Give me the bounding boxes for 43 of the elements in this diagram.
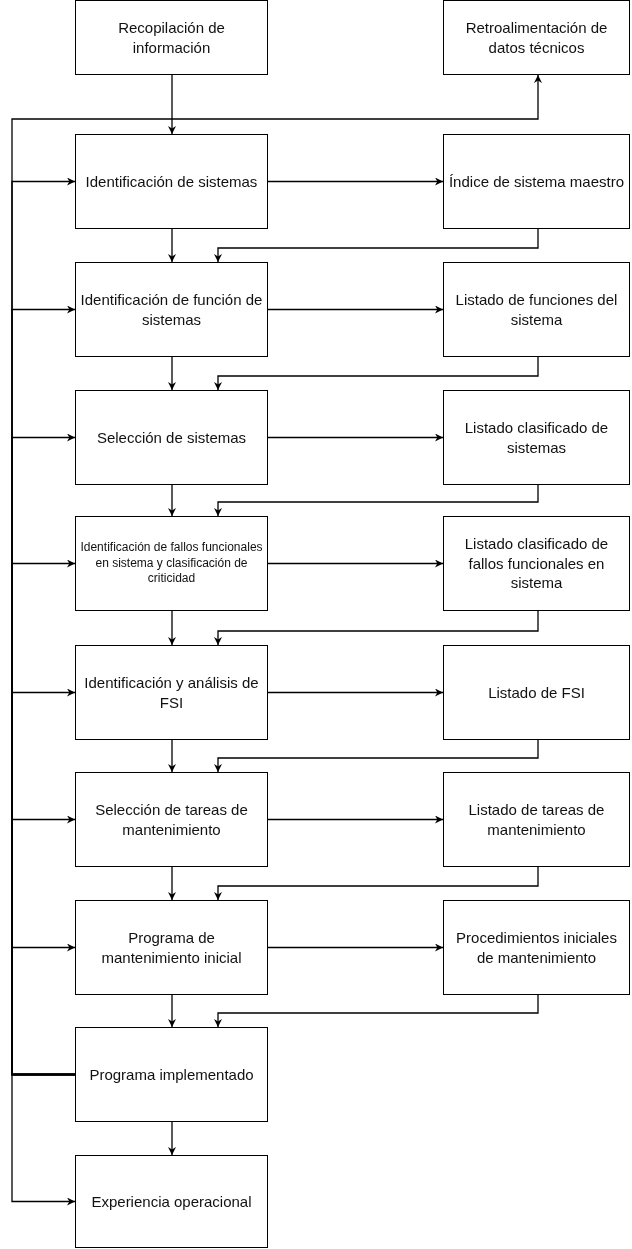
arrow [168, 1121, 176, 1156]
arrow [267, 177, 444, 186]
arrow [168, 866, 176, 901]
arrow [267, 433, 444, 442]
process-box: Selección de sistemas [75, 390, 268, 485]
process-box: Listado clasificado de sistemas [443, 390, 630, 485]
arrow [267, 815, 444, 824]
process-box: Selección de tareas de mantenimiento [75, 772, 268, 867]
arrow [168, 228, 176, 263]
arrow [267, 559, 444, 568]
process-box: Listado de tareas de mantenimiento [443, 772, 630, 867]
process-box: Listado de funciones del sistema [443, 262, 630, 357]
arrow [11, 943, 76, 1076]
process-box: Listado clasificado de fallos funcionales en sistema [443, 516, 630, 611]
process-box: Experiencia operacional [75, 1155, 268, 1248]
process-box: Listado de FSI [443, 645, 630, 740]
process-box: Identificación de función de sistemas [75, 262, 268, 357]
process-box: Recopilación de información [75, 0, 268, 75]
arrow [214, 739, 539, 773]
arrow [267, 943, 444, 952]
arrow [214, 610, 539, 646]
arrow [168, 484, 176, 517]
arrow [168, 739, 176, 773]
arrow [214, 228, 539, 263]
process-box: Programa de mantenimiento inicial [75, 900, 268, 995]
arrow [168, 356, 176, 391]
arrow [168, 994, 176, 1028]
process-box: Identificación y análisis de FSI [75, 645, 268, 740]
arrow [267, 688, 444, 697]
arrow [214, 356, 539, 391]
process-box: Índice de sistema maestro [443, 134, 630, 229]
arrow [214, 484, 539, 517]
process-box: Identificación de sistemas [75, 134, 268, 229]
process-box: Identificación de fallos funcionales en sistema y clasificación de criticidad [75, 516, 268, 611]
process-box: Retroalimentación de datos técnicos [443, 0, 630, 75]
arrow [11, 1073, 76, 1206]
arrow [267, 305, 444, 314]
arrow [214, 866, 539, 901]
arrow [168, 610, 176, 646]
arrow [168, 74, 176, 135]
process-box: Programa implementado [75, 1027, 268, 1122]
arrow [214, 994, 539, 1028]
process-box: Procedimientos iniciales de mantenimiento [443, 900, 630, 995]
